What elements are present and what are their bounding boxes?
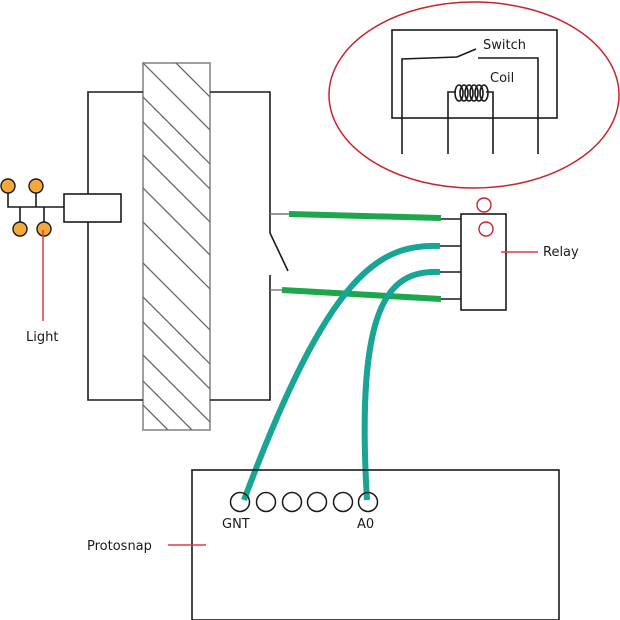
relay-led-icon xyxy=(478,221,494,237)
switch-label: Switch xyxy=(483,38,526,53)
wire-left-top xyxy=(87,91,143,194)
switch-contact-left xyxy=(401,48,477,154)
green-wire-top xyxy=(288,211,442,221)
coil-icon xyxy=(454,84,489,102)
wall-hatched xyxy=(142,62,211,431)
teal-wire-a0 xyxy=(361,268,441,501)
relay-body xyxy=(460,213,507,311)
wall-hatching xyxy=(143,63,210,430)
protosnap-label: Protosnap xyxy=(87,539,152,554)
pin-header-gnd xyxy=(229,491,251,513)
coil-lead-left xyxy=(447,91,456,154)
light-socket xyxy=(63,193,122,223)
light-bus xyxy=(7,190,64,208)
lamp-bulb-icon xyxy=(28,178,44,194)
pin-label-a0: A0 xyxy=(357,517,374,532)
pin-header xyxy=(281,491,303,513)
green-wire-bottom xyxy=(281,287,442,302)
pin-label-gnd: GNT xyxy=(222,517,250,532)
switch-contact-right xyxy=(478,57,539,154)
pin-header xyxy=(332,491,354,513)
light-label: Light xyxy=(26,330,58,345)
wall-outline xyxy=(142,62,211,431)
light-fixture: Light xyxy=(0,178,64,345)
teal-wire-gnd xyxy=(241,242,441,502)
wire-left-bottom xyxy=(87,222,143,401)
lamp-bulb-icon xyxy=(36,221,52,237)
relay-led-icon xyxy=(476,197,492,213)
mains-circuit xyxy=(63,91,290,401)
coil-lead-right xyxy=(486,91,494,154)
callout-ellipse xyxy=(328,1,620,189)
lamp-bulb-icon xyxy=(0,178,16,194)
pin-header xyxy=(255,491,277,513)
pin-header xyxy=(306,491,328,513)
protosnap-board: GNT A0 Protosnap xyxy=(87,469,560,620)
wire-right-bottom xyxy=(210,275,271,401)
relay-schematic-callout: Switch Coil xyxy=(328,1,620,189)
wire-right-top-switch xyxy=(210,91,289,272)
pin-header-a0 xyxy=(357,491,379,513)
relay-label: Relay xyxy=(543,245,579,260)
relay-housing xyxy=(391,29,558,119)
coil-label: Coil xyxy=(490,71,514,86)
lamp-bulb-icon xyxy=(12,221,28,237)
relay: Relay xyxy=(440,197,579,311)
